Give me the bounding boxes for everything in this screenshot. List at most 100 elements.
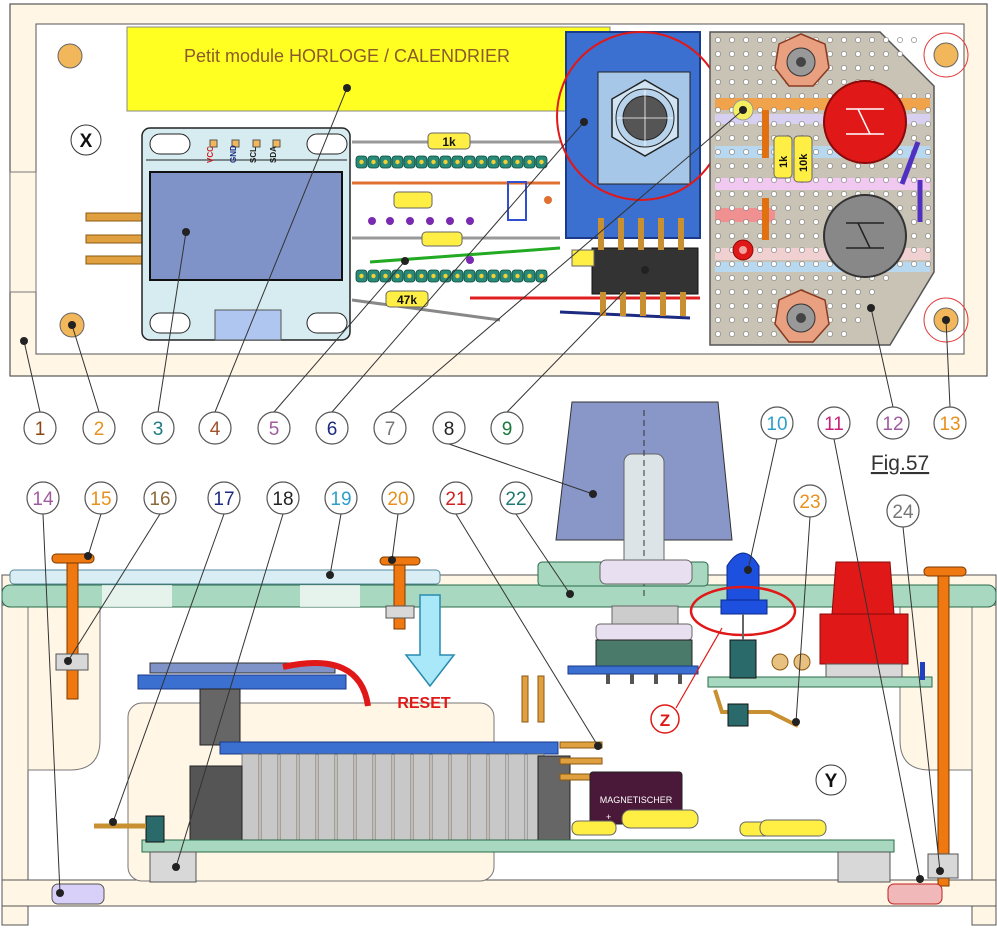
- marker-x-label: X: [80, 131, 93, 152]
- callout-15-leader: [87, 513, 102, 557]
- callout-16-target-dot: [64, 657, 72, 665]
- callout-9-leader: [506, 269, 646, 413]
- callout-21-target-dot: [594, 742, 602, 750]
- callout-2-circle: [82, 411, 116, 445]
- resistor-47k-label: 47k: [397, 293, 417, 307]
- callout-10-label: 10: [766, 414, 787, 435]
- callout-17-label: 17: [213, 489, 234, 510]
- callout-20: 20: [381, 481, 415, 515]
- oled-slot-tr: [306, 133, 348, 155]
- callout-24-leader: [902, 526, 941, 872]
- side-left-wall: [1, 604, 29, 926]
- callout-14-target-dot: [56, 889, 64, 897]
- callout-13-circle: [933, 406, 967, 440]
- led-red-highlight: [739, 246, 747, 254]
- callout-19-target-dot: [326, 571, 334, 579]
- callout-8-label: 8: [444, 419, 455, 440]
- callout-17-circle: [207, 481, 241, 515]
- callout-18-leader: [175, 513, 284, 868]
- callout-14-leader: [42, 513, 61, 894]
- callout-2-leader: [71, 324, 100, 413]
- main-pcb: [141, 839, 895, 853]
- screw-left: [51, 553, 95, 700]
- callout-18-circle: [266, 481, 300, 515]
- callout-8-target-dot: [589, 490, 597, 498]
- resistor-1k-top-label: 1k: [442, 135, 456, 149]
- callout-9-label: 9: [502, 419, 513, 440]
- callout-8-circle: [432, 411, 466, 445]
- mount-hole-tl: [57, 43, 83, 69]
- callout-9: 9: [490, 411, 524, 445]
- shield-right-connector: [537, 755, 571, 843]
- shield-left-connector: [189, 765, 243, 841]
- callout-2-label: 2: [94, 419, 105, 440]
- callout-20-target-dot: [388, 556, 396, 564]
- callout-20-circle: [381, 481, 415, 515]
- encoder-legs: [606, 674, 682, 684]
- side-right-wall: [971, 604, 997, 926]
- encoder-bushing: [611, 605, 679, 625]
- shield-board: [219, 741, 559, 755]
- callout-23-circle: [793, 484, 827, 518]
- pin-header-row-bottom: [355, 269, 548, 283]
- callout-20-leader: [391, 513, 399, 561]
- side-right-boss: [899, 604, 973, 771]
- button-red-side-body: [819, 613, 909, 665]
- callout-13-leader: [945, 319, 951, 408]
- callout-5: 5: [257, 411, 291, 445]
- resistor-1k-top: [427, 132, 471, 150]
- led-blue-rim: [720, 599, 768, 615]
- top-view: Petit module HORLOGE / CALENDRIER X VCC …: [9, 3, 988, 377]
- marker-y: [815, 764, 847, 796]
- callout-9-target-dot: [641, 266, 649, 274]
- foot-left: [51, 883, 105, 905]
- callout-4-circle: [198, 411, 232, 445]
- callout-16-circle: [143, 481, 177, 515]
- callout-20-label: 20: [387, 489, 408, 510]
- callout-8-leader: [448, 443, 594, 495]
- callout-12-target-dot: [867, 304, 875, 312]
- shield-right-pins: [521, 675, 603, 781]
- pcb-resistor-1: [571, 820, 617, 836]
- callout-18-target-dot: [172, 863, 180, 871]
- pin-label-sda: SDA: [269, 146, 278, 163]
- callout-1-circle: [23, 411, 57, 445]
- pcb-cap-2: [793, 653, 811, 671]
- oled-red-wire: [282, 660, 371, 707]
- resistor-47k: [385, 290, 429, 308]
- encoder-washer: [595, 623, 693, 641]
- callout-17-target-dot: [109, 818, 117, 826]
- pcb-resistor-4: [759, 819, 827, 837]
- callout-12: 12: [876, 406, 910, 440]
- reset-arrow: [404, 594, 456, 688]
- callout-19: 19: [324, 481, 358, 515]
- figure-label: Fig.57: [871, 452, 929, 475]
- title-bar: [126, 26, 611, 112]
- callout-3-circle: [141, 411, 175, 445]
- pin-label-scl: SCL: [249, 147, 258, 163]
- resistor-1k-vertical-label: 1k: [778, 155, 790, 168]
- callout-5-target-dot: [401, 257, 409, 265]
- perfboard-side: [707, 676, 933, 688]
- callout-5-leader: [273, 260, 406, 413]
- callout-10-circle: [760, 406, 794, 440]
- marker-y-label: Y: [825, 771, 838, 792]
- callout-leader-lines: [20, 84, 951, 897]
- callout-17-leader: [112, 513, 225, 823]
- pin-label-gnd: GND: [229, 145, 238, 163]
- callout-21-leader: [455, 513, 599, 747]
- callout-24-label: 24: [892, 502, 914, 523]
- callout-3-label: 3: [153, 419, 164, 440]
- callout-16-leader: [67, 513, 161, 662]
- callout-6-leader: [331, 121, 585, 413]
- callout-7-circle: [373, 411, 407, 445]
- callout-19-leader: [329, 513, 342, 576]
- callout-23-label: 23: [799, 492, 820, 513]
- callout-10: 10: [760, 406, 794, 440]
- mount-hole-br-ring: [923, 297, 969, 343]
- callout-7-leader: [389, 109, 744, 413]
- callout-16: 16: [143, 481, 177, 515]
- callout-14-label: 14: [32, 489, 54, 510]
